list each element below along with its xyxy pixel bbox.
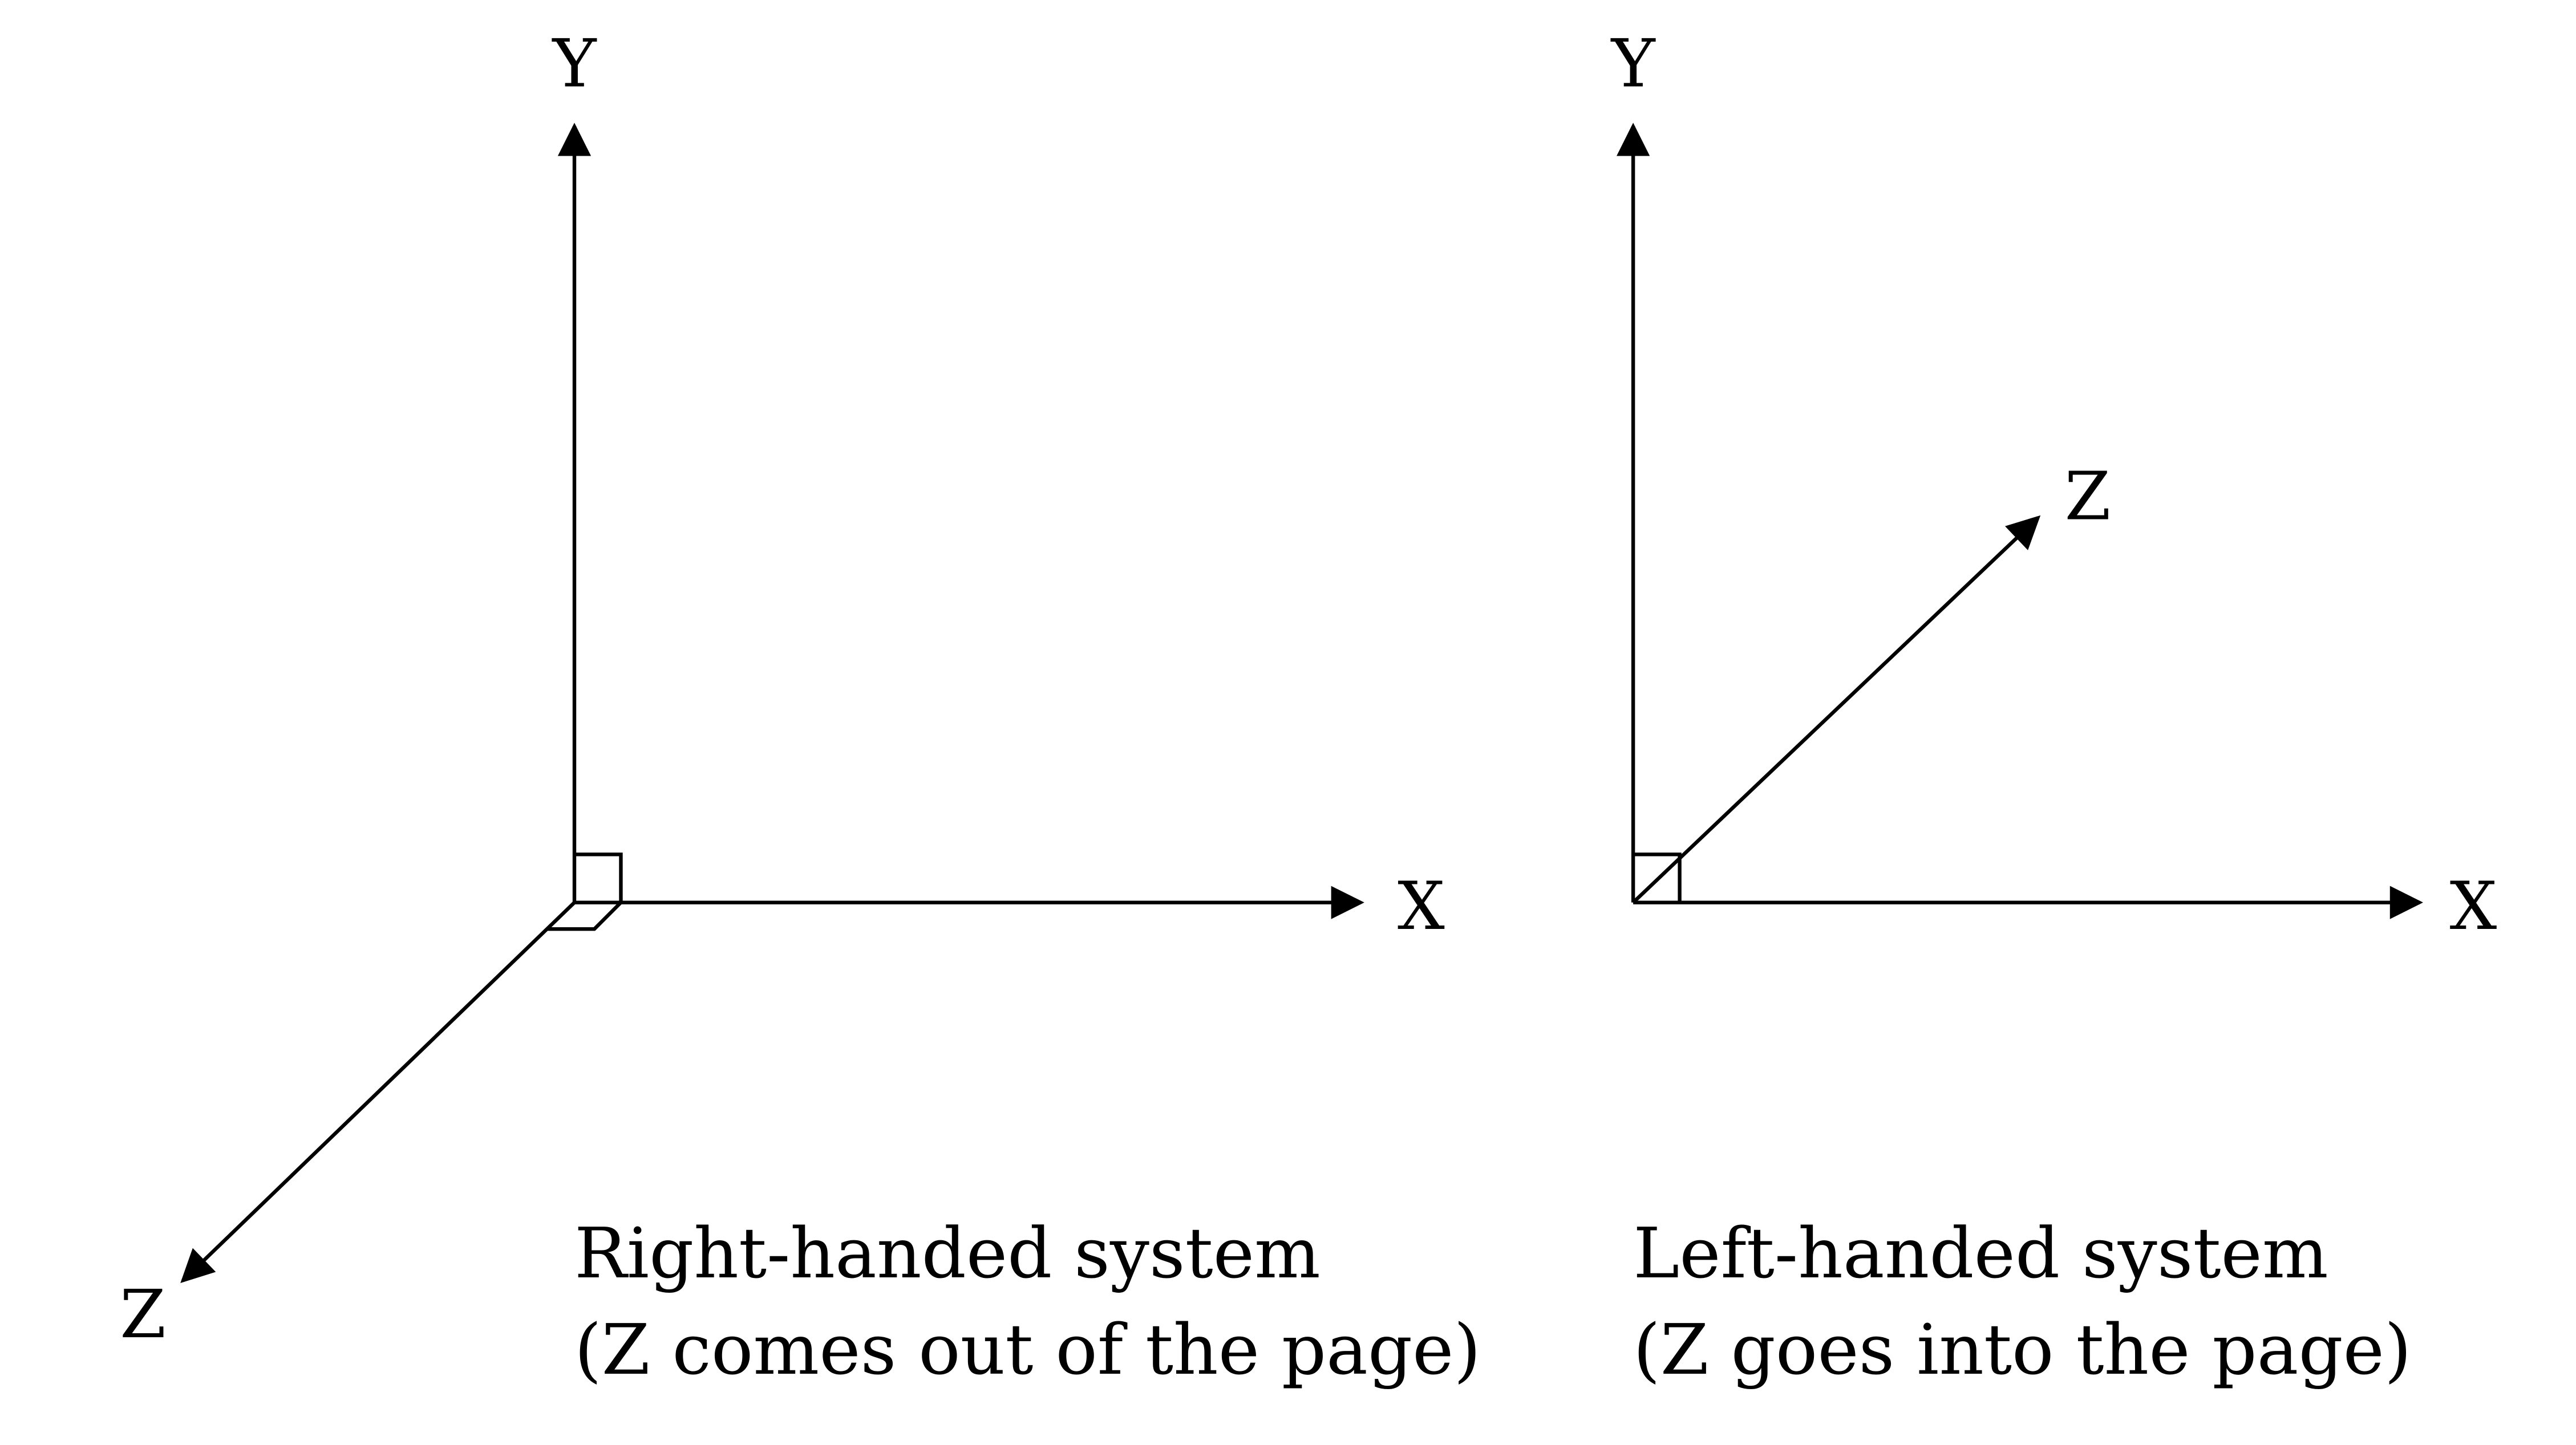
x-axis-label: X <box>1398 868 1445 945</box>
caption-title: Right-handed system <box>574 1213 1321 1294</box>
z-axis-label: Z <box>2065 458 2111 535</box>
caption-title: Left-handed system <box>1633 1213 2328 1294</box>
right-angle-marker-xy <box>574 853 623 903</box>
left-handed-system: Y X Z Left-handed system (Z goes into th… <box>1610 25 2497 1390</box>
x-axis-label: X <box>2450 868 2497 945</box>
caption-subtitle: (Z goes into the page) <box>1633 1309 2412 1390</box>
z-axis <box>1631 515 2041 904</box>
y-axis-label: Y <box>1610 25 1656 102</box>
caption-subtitle: (Z comes out of the page) <box>574 1309 1481 1390</box>
right-angle-marker <box>1633 853 1682 903</box>
right-handed-system: Y X Z Right-handed system (Z comes out o… <box>120 25 1481 1390</box>
z-axis-label: Z <box>120 1276 166 1353</box>
z-axis <box>180 901 576 1284</box>
right-angle-marker-xz <box>548 901 622 931</box>
y-axis-label: Y <box>552 25 597 102</box>
